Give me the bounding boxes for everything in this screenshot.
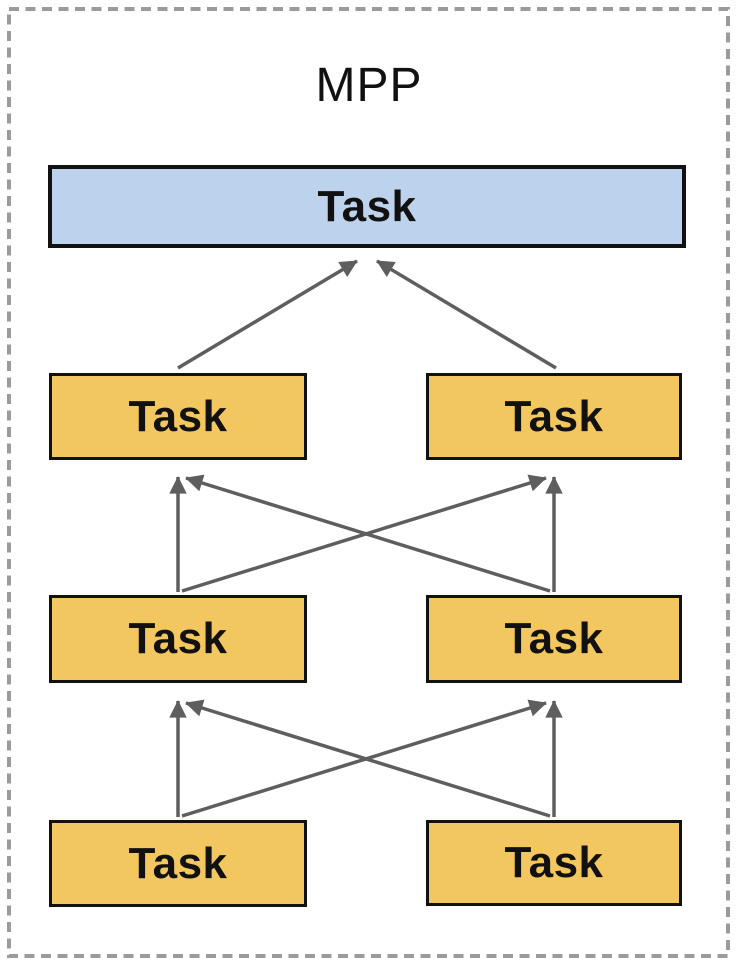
task-node-l2-right: Task (426, 595, 682, 683)
task-node-label: Task (128, 391, 228, 441)
task-node-l3-right: Task (426, 820, 682, 906)
edge-l1-left-to-root (177, 259, 358, 370)
task-node-label: Task (504, 614, 604, 663)
task-node-l1-left: Task (49, 373, 307, 460)
edge-l2-right-to-l1-left (185, 474, 551, 593)
task-node-l1-right: Task (426, 373, 682, 460)
task-node-label: Task (317, 181, 417, 231)
dashed-border (7, 7, 730, 958)
task-node-label: Task (128, 614, 228, 663)
task-node-l2-left: Task (49, 595, 307, 683)
edge-l3-right-to-l2-left (185, 699, 551, 818)
task-node-label: Task (128, 838, 228, 888)
task-node-label: Task (504, 838, 604, 887)
task-node-l3-left: Task (49, 820, 307, 907)
task-node-label: Task (504, 391, 604, 441)
diagram-title: MPP (315, 59, 423, 112)
edge-l1-right-to-root (376, 259, 557, 370)
task-node-root: Task (48, 165, 686, 248)
